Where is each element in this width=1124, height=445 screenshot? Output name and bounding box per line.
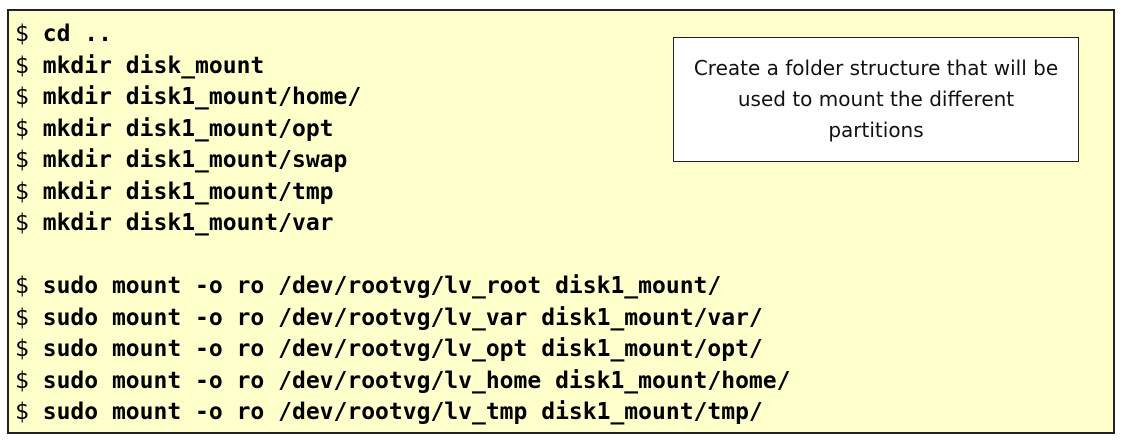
- command-text: sudo mount -o ro /dev/rootvg/lv_tmp disk…: [42, 399, 763, 425]
- command-text: mkdir disk1_mount/var: [42, 210, 334, 236]
- prompt-symbol: $: [15, 21, 29, 47]
- command-text: mkdir disk1_mount/opt: [42, 115, 334, 142]
- command-text: cd ..: [42, 21, 112, 47]
- prompt-symbol: $: [15, 84, 29, 110]
- command-line: $ mkdir disk1_mount/tmp: [15, 177, 790, 209]
- command-text: sudo mount -o ro /dev/rootvg/lv_home dis…: [42, 367, 791, 394]
- callout-text: Create a folder structure that will be u…: [693, 56, 1059, 142]
- command-text: mkdir disk1_mount/tmp: [42, 178, 334, 205]
- prompt-symbol: $: [15, 336, 29, 362]
- prompt-symbol: $: [15, 115, 29, 142]
- prompt-symbol: $: [15, 304, 29, 331]
- command-line: $ sudo mount -o ro /dev/rootvg/lv_home d…: [15, 366, 790, 398]
- command-text: mkdir disk1_mount/swap: [42, 147, 348, 173]
- command-line: $ mkdir disk1_mount/swap: [15, 145, 790, 177]
- command-line: $ mkdir disk1_mount/home/: [15, 82, 790, 114]
- annotation-callout: Create a folder structure that will be u…: [673, 37, 1079, 162]
- command-line: $ cd ..: [15, 19, 790, 51]
- command-text: mkdir disk1_mount/home/: [42, 84, 362, 110]
- terminal-panel: $ cd .. $ mkdir disk_mount $ mkdir disk1…: [7, 9, 1115, 434]
- command-text: sudo mount -o ro /dev/rootvg/lv_opt disk…: [42, 336, 763, 362]
- command-text: mkdir disk_mount: [42, 52, 265, 79]
- command-line: $ mkdir disk_mount: [15, 51, 790, 83]
- prompt-symbol: $: [15, 210, 29, 236]
- blank-line: [15, 240, 790, 272]
- command-line: $ sudo mount -o ro /dev/rootvg/lv_opt di…: [15, 334, 790, 366]
- command-text: sudo mount -o ro /dev/rootvg/lv_var disk…: [42, 304, 763, 331]
- command-line: $ mkdir disk1_mount/opt: [15, 114, 790, 146]
- command-line: $ sudo mount -o ro /dev/rootvg/lv_tmp di…: [15, 397, 790, 429]
- prompt-symbol: $: [15, 399, 29, 425]
- command-line: $ sudo mount -o ro /dev/rootvg/lv_root d…: [15, 271, 790, 303]
- prompt-symbol: $: [15, 147, 29, 173]
- prompt-symbol: $: [15, 273, 29, 299]
- command-line: $ mkdir disk1_mount/var: [15, 208, 790, 240]
- command-line: $ sudo mount -o ro /dev/rootvg/lv_var di…: [15, 303, 790, 335]
- command-list: $ cd .. $ mkdir disk_mount $ mkdir disk1…: [15, 19, 790, 429]
- command-text: sudo mount -o ro /dev/rootvg/lv_root dis…: [42, 273, 722, 299]
- prompt-symbol: $: [15, 178, 29, 205]
- prompt-symbol: $: [15, 52, 29, 79]
- prompt-symbol: $: [15, 367, 29, 394]
